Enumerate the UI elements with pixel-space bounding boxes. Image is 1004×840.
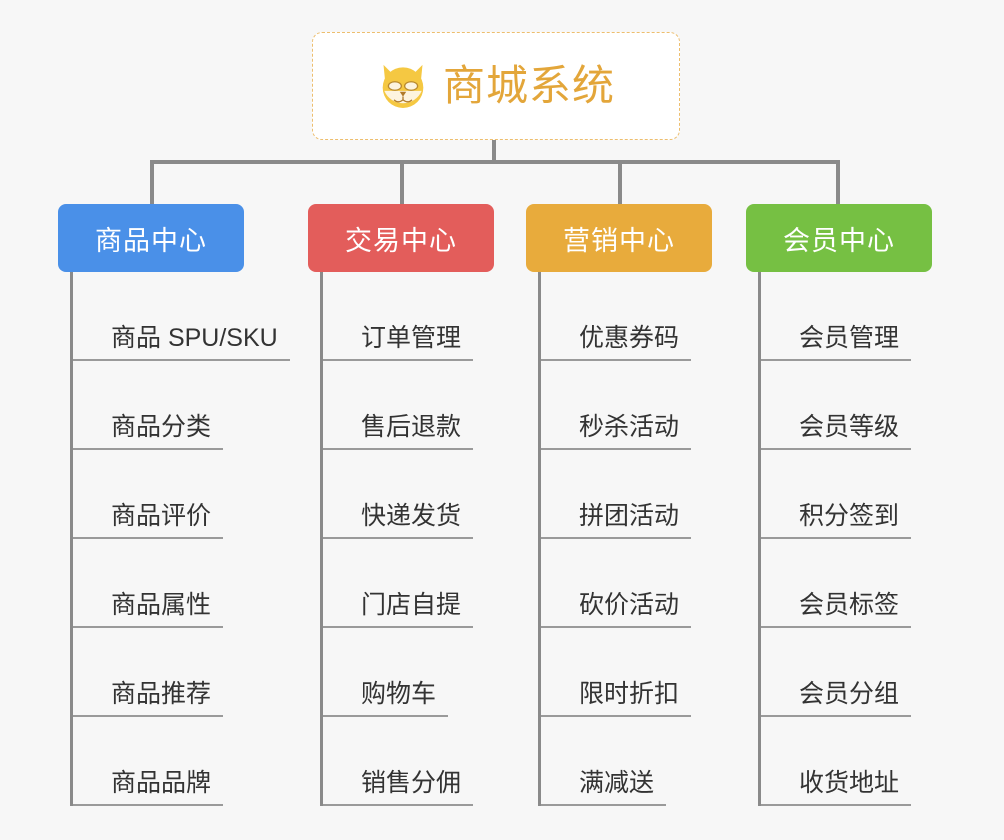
bus-connector [150, 160, 840, 164]
leaf-label: 商品推荐 [73, 680, 224, 717]
leaf-label: 收货地址 [761, 769, 912, 806]
leaf-item[interactable]: 商品推荐 [73, 628, 244, 717]
drop-connector-4 [836, 160, 840, 206]
leaf-item[interactable]: 限时折扣 [541, 628, 712, 717]
leaf-item[interactable]: 商品分类 [73, 361, 244, 450]
leaf-label: 拼团活动 [541, 502, 692, 539]
leaf-item[interactable]: 销售分佣 [323, 717, 494, 806]
category-title-4: 会员中心 [783, 225, 895, 256]
leaf-label: 商品品牌 [73, 769, 224, 806]
branch-column-1: 商品中心 商品 SPU/SKU 商品分类 商品评价 商品属性 商品推荐 商品品牌 [58, 204, 290, 806]
leaf-label: 秒杀活动 [541, 413, 692, 450]
trunk-connector [492, 140, 496, 164]
leaf-item[interactable]: 会员管理 [761, 272, 932, 361]
drop-connector-3 [618, 160, 622, 206]
leaf-item[interactable]: 会员标签 [761, 539, 932, 628]
drop-connector-2 [400, 160, 404, 206]
leaf-label: 积分签到 [761, 502, 912, 539]
leaf-label: 门店自提 [323, 591, 474, 628]
leaf-label: 满减送 [541, 769, 667, 806]
leaf-item[interactable]: 会员等级 [761, 361, 932, 450]
leaf-item[interactable]: 收货地址 [761, 717, 932, 806]
leaf-label: 会员分组 [761, 680, 912, 717]
category-card-2[interactable]: 交易中心 [308, 204, 494, 272]
leaf-item[interactable]: 售后退款 [323, 361, 494, 450]
leaf-item[interactable]: 秒杀活动 [541, 361, 712, 450]
branch-column-4: 会员中心 会员管理 会员等级 积分签到 会员标签 会员分组 收货地址 [746, 204, 932, 806]
leaf-item[interactable]: 订单管理 [323, 272, 494, 361]
shiba-dog-icon [382, 64, 424, 108]
leaf-label: 商品评价 [73, 502, 224, 539]
leaf-item[interactable]: 商品属性 [73, 539, 244, 628]
leaf-label: 商品分类 [73, 413, 224, 450]
leaf-item[interactable]: 商品评价 [73, 450, 244, 539]
root-title: 商城系统 [442, 62, 615, 109]
leaf-label: 售后退款 [323, 413, 474, 450]
leaf-list-1: 商品 SPU/SKU 商品分类 商品评价 商品属性 商品推荐 商品品牌 [70, 272, 290, 806]
category-title-2: 交易中心 [345, 225, 457, 256]
leaf-item[interactable]: 快递发货 [323, 450, 494, 539]
category-card-3[interactable]: 营销中心 [526, 204, 712, 272]
category-title-1: 商品中心 [95, 225, 207, 256]
leaf-label: 会员标签 [761, 591, 912, 628]
leaf-item[interactable]: 商品品牌 [73, 717, 244, 806]
leaf-item[interactable]: 优惠券码 [541, 272, 712, 361]
leaf-item[interactable]: 购物车 [323, 628, 494, 717]
branch-column-3: 营销中心 优惠券码 秒杀活动 拼团活动 砍价活动 限时折扣 满减送 [526, 204, 712, 806]
leaf-label: 会员管理 [761, 324, 912, 361]
leaf-list-3: 优惠券码 秒杀活动 拼团活动 砍价活动 限时折扣 满减送 [538, 272, 712, 806]
leaf-item[interactable]: 砍价活动 [541, 539, 712, 628]
leaf-label: 会员等级 [761, 413, 912, 450]
leaf-item[interactable]: 门店自提 [323, 539, 494, 628]
leaf-label: 限时折扣 [541, 680, 692, 717]
leaf-item[interactable]: 积分签到 [761, 450, 932, 539]
leaf-label: 砍价活动 [541, 591, 692, 628]
branch-column-2: 交易中心 订单管理 售后退款 快递发货 门店自提 购物车 销售分佣 [308, 204, 494, 806]
drop-connector-1 [150, 160, 154, 206]
leaf-label: 商品属性 [73, 591, 224, 628]
leaf-item[interactable]: 拼团活动 [541, 450, 712, 539]
leaf-label: 商品 SPU/SKU [73, 324, 290, 361]
category-card-1[interactable]: 商品中心 [58, 204, 244, 272]
leaf-list-4: 会员管理 会员等级 积分签到 会员标签 会员分组 收货地址 [758, 272, 932, 806]
leaf-label: 销售分佣 [323, 769, 474, 806]
leaf-item[interactable]: 商品 SPU/SKU [73, 272, 290, 361]
leaf-item[interactable]: 会员分组 [761, 628, 932, 717]
leaf-label: 订单管理 [323, 324, 474, 361]
leaf-label: 快递发货 [323, 502, 474, 539]
root-node[interactable]: 商城系统 [312, 32, 680, 140]
leaf-item[interactable]: 满减送 [541, 717, 712, 806]
category-card-4[interactable]: 会员中心 [746, 204, 932, 272]
leaf-label: 优惠券码 [541, 324, 692, 361]
leaf-list-2: 订单管理 售后退款 快递发货 门店自提 购物车 销售分佣 [320, 272, 494, 806]
category-title-3: 营销中心 [563, 225, 675, 256]
leaf-label: 购物车 [323, 680, 449, 717]
